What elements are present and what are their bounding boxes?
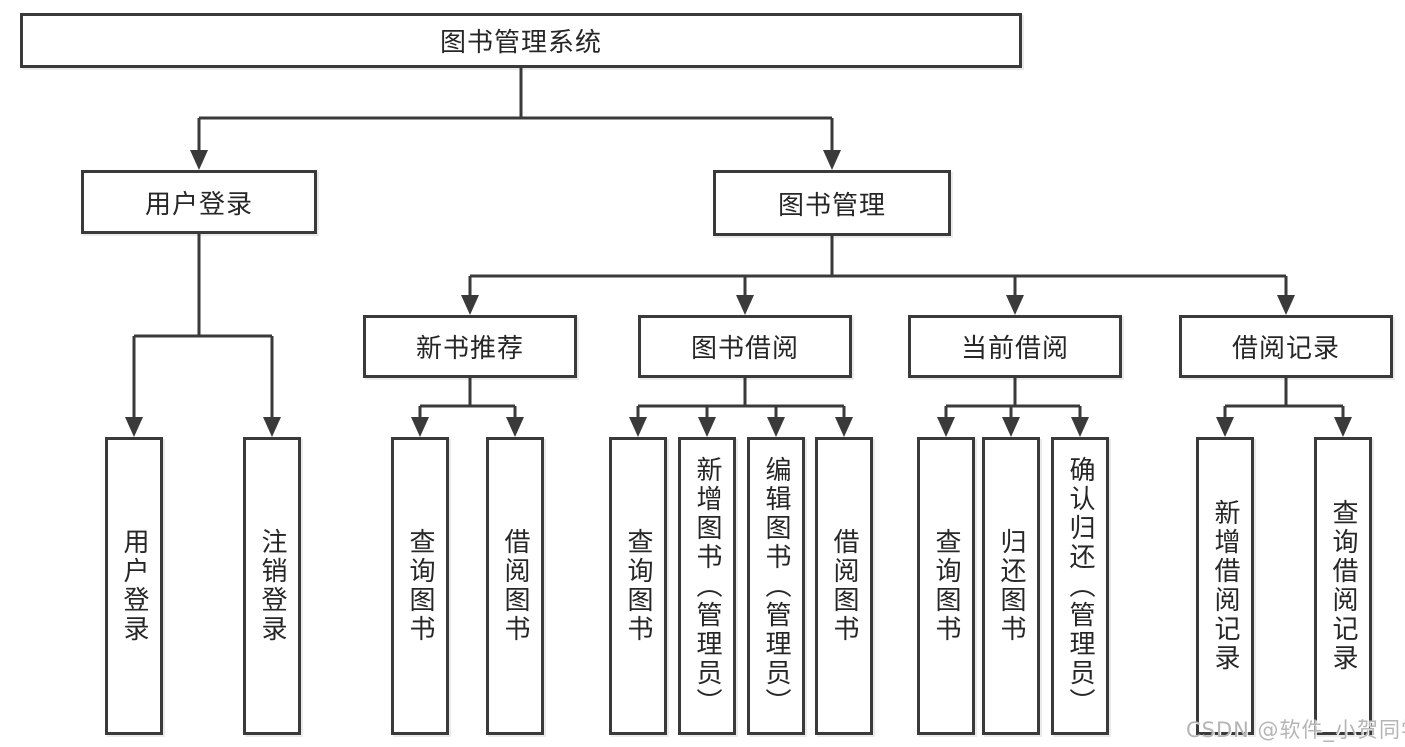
node-current-borrowing: 当前借阅 xyxy=(908,315,1122,378)
leaf-add-books-admin: 新增图书（管理员） xyxy=(678,437,736,735)
leaf-borrow-books: 借阅图书 xyxy=(815,437,873,735)
watermark: CSDN @软件_小贺同学 xyxy=(1186,718,1405,742)
leaf-query-borrow-record: 查询借阅记录 xyxy=(1314,437,1372,735)
leaf-add-borrow-record: 新增借阅记录 xyxy=(1196,437,1254,735)
node-book-management: 图书管理 xyxy=(713,170,951,236)
leaf-query-books-borrowing: 查询图书 xyxy=(609,437,667,735)
node-user-login: 用户登录 xyxy=(81,170,317,234)
leaf-confirm-return-admin: 确认归还（管理员） xyxy=(1051,437,1109,735)
leaf-query-books-recommend: 查询图书 xyxy=(391,437,449,735)
node-new-book-recommend: 新书推荐 xyxy=(363,315,577,378)
leaf-logout: 注销登录 xyxy=(243,437,301,735)
leaf-user-login: 用户登录 xyxy=(105,437,163,735)
leaf-return-books: 归还图书 xyxy=(982,437,1040,735)
node-library-system: 图书管理系统 xyxy=(20,13,1022,68)
leaf-edit-books-admin: 编辑图书（管理员） xyxy=(747,437,805,735)
node-book-borrowing: 图书借阅 xyxy=(638,315,852,378)
node-borrow-records: 借阅记录 xyxy=(1179,315,1393,378)
leaf-query-books-current: 查询图书 xyxy=(917,437,975,735)
leaf-borrow-books-recommend: 借阅图书 xyxy=(486,437,544,735)
